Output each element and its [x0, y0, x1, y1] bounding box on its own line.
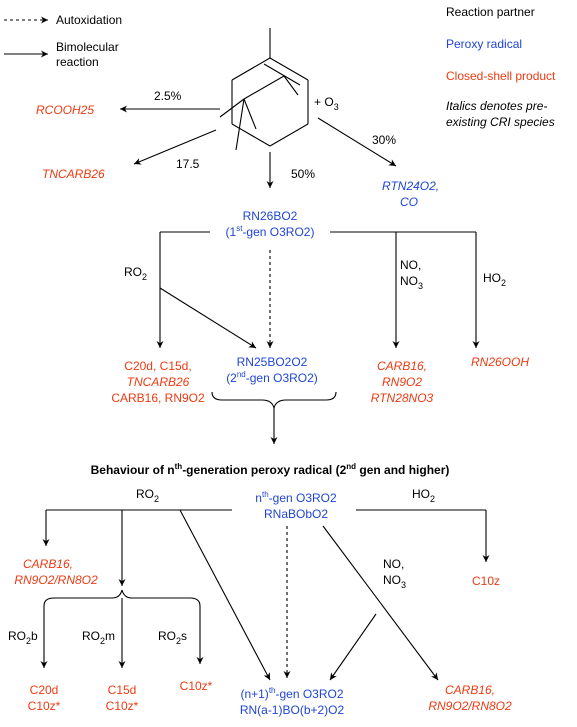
- product-m-1: C15d: [108, 683, 137, 697]
- nth-gen-no: NO,: [383, 557, 404, 571]
- arrow-nth-no-to-next: [329, 613, 377, 681]
- rn25bo2o2-label: (2nd-gen O3RO2): [226, 370, 318, 385]
- pct-rtn24o2: 30%: [372, 133, 396, 147]
- arrow-nth-no-to-carb: [322, 525, 439, 681]
- first-gen-ho2: HO2: [483, 271, 506, 288]
- nth-gen-name: RNaBObO2: [264, 507, 328, 521]
- product-c10z: C10z: [472, 574, 500, 588]
- product-tncarb26: TNCARB26: [42, 167, 105, 181]
- nth-carb-right-2: RN9O2/RN8O2: [428, 699, 512, 713]
- product-co: CO: [400, 195, 418, 209]
- legend-italics-line1: Italics denotes pre-: [446, 99, 547, 113]
- first-products-left-3: CARB16, RN9O2: [111, 391, 205, 405]
- legend-italics-line2: existing CRI species: [446, 115, 555, 129]
- first-products-left-1: C20d, C15d,: [124, 359, 191, 373]
- arrow-to-rtn24o2: [317, 117, 397, 167]
- legend: Autoxidation Bimolecular reaction Reacti…: [4, 5, 556, 129]
- first-products-right-1: CARB16,: [377, 359, 427, 373]
- first-products-right-3: RTN28NO3: [371, 391, 434, 405]
- ro2-branch-brace: [43, 589, 201, 607]
- first-gen-no3: NO3: [400, 274, 423, 291]
- product-rcooh25: RCOOH25: [36, 103, 94, 117]
- rn26bo2-label: (1st-gen O3RO2): [226, 224, 315, 239]
- product-b-1: C20d: [30, 683, 59, 697]
- arrow-nth-ro2-to-next: [179, 509, 271, 681]
- first-gen-no: NO,: [400, 258, 421, 272]
- second-gen-brace: [211, 391, 337, 409]
- product-m-2: C10z*: [106, 699, 139, 713]
- nth-gen-no3: NO3: [383, 573, 406, 590]
- rn26bo2-name: RN26BO2: [243, 209, 298, 223]
- alpha-pinene-structure: [219, 28, 309, 151]
- nth-carb-left-2: RN9O2/RN8O2: [14, 573, 98, 587]
- nth-gen-heading: Behaviour of nth-generation peroxy radic…: [91, 462, 450, 477]
- ozone-partner: + O3: [314, 95, 339, 112]
- nth-carb-left-1: CARB16,: [23, 557, 73, 571]
- next-gen-name: RN(a-1)BO(b+2)O2: [240, 703, 345, 717]
- legend-peroxy-radical: Peroxy radical: [446, 37, 522, 51]
- pct-tncarb26: 17.5: [176, 157, 200, 171]
- product-rn26ooh: RN26OOH: [471, 355, 529, 369]
- arrow-to-tncarb26: [133, 129, 217, 165]
- first-gen-ro2: RO2: [124, 265, 147, 282]
- product-rtn24o2: RTN24O2,: [382, 179, 439, 193]
- legend-autoxidation: Autoxidation: [56, 13, 122, 27]
- pct-rcooh25: 2.5%: [154, 89, 182, 103]
- legend-bimolecular-line1: Bimolecular: [56, 40, 119, 54]
- arrow-first-ro2-to-second: [159, 287, 257, 349]
- nth-carb-right-1: CARB16,: [445, 683, 495, 697]
- first-products-right-2: RN9O2: [382, 375, 422, 389]
- legend-closed-shell: Closed-shell product: [446, 69, 556, 83]
- ro2b-label: RO2b: [8, 629, 38, 646]
- rn25bo2o2-name: RN25BO2O2: [237, 355, 308, 369]
- nth-gen-ho2: HO2: [412, 487, 435, 504]
- first-products-left-2: TNCARB26: [127, 375, 190, 389]
- legend-bimolecular-line2: reaction: [56, 55, 99, 69]
- nth-gen-label: nth-gen O3RO2: [255, 490, 337, 505]
- legend-reaction-partner: Reaction partner: [446, 5, 535, 19]
- ro2m-label: RO2m: [82, 629, 115, 646]
- product-s: C10z*: [180, 679, 213, 693]
- pct-main: 50%: [291, 167, 315, 181]
- next-gen-label: (n+1)th-gen O3RO2: [240, 686, 343, 701]
- nth-gen-ro2: RO2: [136, 487, 159, 504]
- product-b-2: C10z*: [28, 699, 61, 713]
- ro2s-label: RO2s: [158, 629, 187, 646]
